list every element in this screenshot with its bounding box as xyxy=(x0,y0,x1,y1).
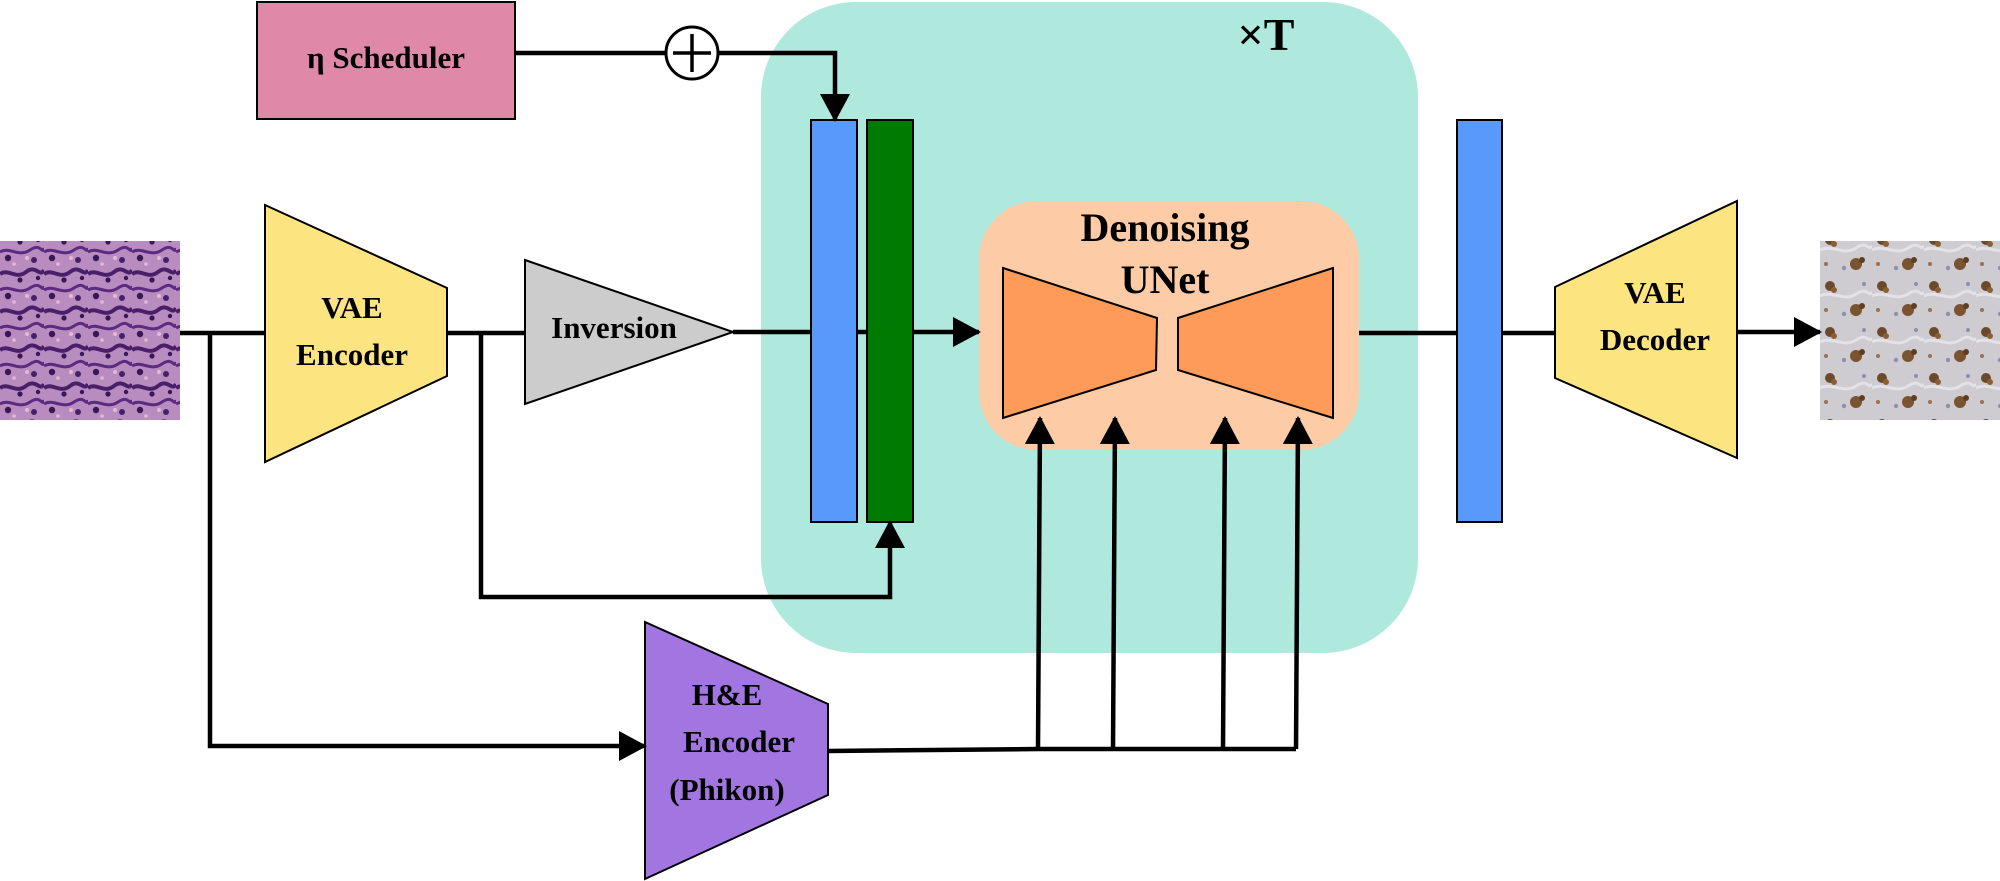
vae-encoder-label-line1: VAE xyxy=(321,290,382,325)
condition-latent-bar-green xyxy=(866,119,914,523)
encoder-latent-to-condition-arrow xyxy=(478,333,905,600)
vae-encoder-label-line2: Encoder xyxy=(296,337,408,372)
he-encoder-feature-bus xyxy=(827,746,1296,754)
sum-circled-plus-icon xyxy=(664,25,720,81)
he-encoder-label-line3: (Phikon) xyxy=(669,772,784,807)
eta-scheduler-box xyxy=(256,1,516,120)
loop-count-label: ×T xyxy=(1238,9,1295,60)
condition-arrow-3 xyxy=(1209,416,1240,750)
condition-arrow-2 xyxy=(1099,416,1130,750)
condition-arrow-1 xyxy=(1024,416,1055,750)
noisy-latent-bar-blue xyxy=(810,119,858,523)
inversion-label: Inversion xyxy=(551,310,677,345)
denoised-latent-bar-blue xyxy=(1456,119,1503,523)
vae-decoder-shape xyxy=(1554,199,1738,460)
vae-decoder-label-line2: Decoder xyxy=(1600,322,1710,357)
vae-encoder-shape xyxy=(264,203,448,464)
sum-to-noisy-latent-arrow xyxy=(718,50,850,122)
vae-decoder-label-line1: VAE xyxy=(1624,275,1685,310)
denoising-unet-label-line1: Denoising xyxy=(1081,205,1250,250)
unet-decoder-block xyxy=(1177,266,1334,420)
denoising-unet-label-line2: UNet xyxy=(1121,257,1211,302)
he-encoder-label-line2: Encoder xyxy=(683,724,795,759)
he-encoder-shape xyxy=(644,620,829,881)
condition-arrow-4 xyxy=(1282,416,1313,750)
eta-scheduler-label: η Scheduler xyxy=(307,40,465,75)
output-ihc-tissue-image xyxy=(1820,241,2000,420)
input-to-he-encoder-arrow xyxy=(207,333,647,761)
input-he-tissue-image xyxy=(0,241,180,420)
unet-encoder-block xyxy=(1002,266,1159,420)
he-encoder-label-line1: H&E xyxy=(692,677,763,712)
